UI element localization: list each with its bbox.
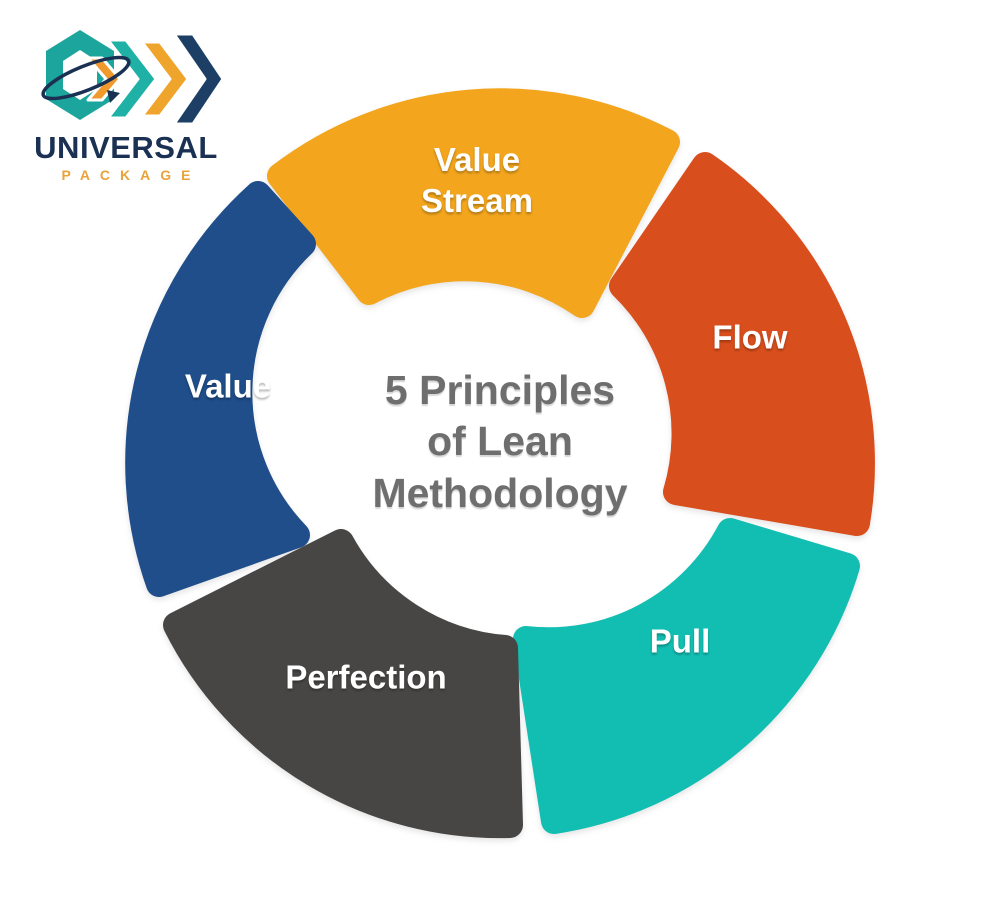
segment-flow (609, 152, 875, 536)
diagram-title-line2: of Lean (427, 418, 573, 465)
segment-label-perfection: Perfection (285, 658, 447, 696)
orbit-ellipse-icon (41, 55, 131, 101)
segment-label-value: Value (184, 367, 272, 405)
segment-label-flow: Flow (712, 318, 788, 356)
diagram-title: 5 Principles of Lean Methodology (330, 365, 670, 519)
segment-perfection (163, 529, 523, 839)
chevron-teal-icon (106, 38, 158, 120)
brand-name: UNIVERSAL (34, 130, 218, 165)
diagram-title-line1: 5 Principles (384, 367, 616, 414)
universal-package-logo: UNIVERSAL PACKAGE (26, 24, 226, 182)
diagram-title-line3: Methodology (372, 469, 628, 516)
segment-pull (513, 518, 860, 834)
segment-label-pull: Pull (649, 622, 711, 660)
segment-label-value-stream: Value Stream (421, 140, 533, 219)
brand-subname: PACKAGE (61, 167, 201, 183)
chevron-gold-icon (140, 40, 190, 118)
segment-value-stream (267, 88, 680, 318)
chevron-navy-icon (172, 32, 225, 126)
logo-chevrons-icon (41, 30, 225, 126)
segment-value (125, 181, 316, 597)
orbit-arrowhead-icon (107, 90, 120, 103)
